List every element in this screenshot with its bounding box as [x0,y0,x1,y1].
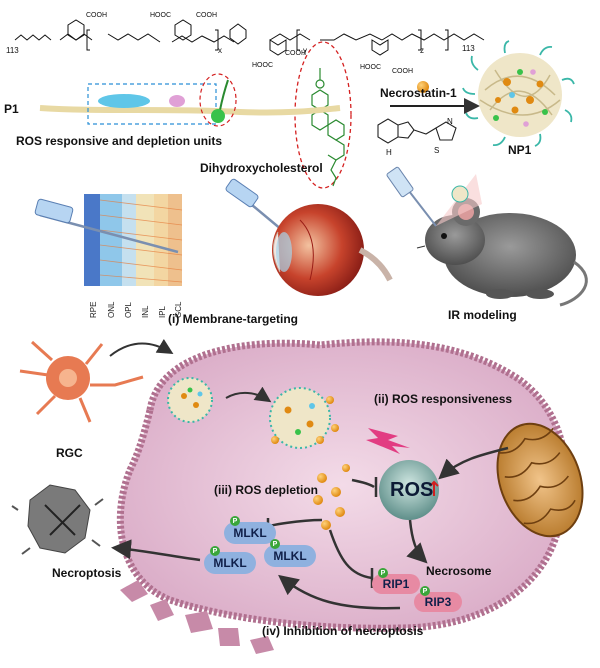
rgc-neuron [19,338,174,423]
necroptosis-label: Necroptosis [52,566,122,580]
cholesterol-unit-highlight [199,73,237,127]
ros-to-necrosome-arrow [406,519,428,564]
cooh-label-4: COOH [392,68,413,75]
polymer-structure [14,19,485,56]
ros-depletion-label: (iii) ROS depletion [214,483,318,497]
rgc-label: RGC [56,446,83,460]
rip1-pill: RIP1 [372,574,420,594]
mlkl-pill-2: MLKL [204,552,256,574]
phospho-badge-3: P [270,539,280,549]
indole-nh-label: H [386,148,392,157]
hooc-label-2: HOOC [252,62,273,69]
dihydroxycholesterol-label: Dihydroxycholesterol [200,161,323,175]
membrane-targeting-label: (i) Membrane-targeting [168,312,299,326]
eye-illustration [225,178,393,296]
cooh-label-2: COOH [196,12,217,19]
subscript-y: y [303,46,307,55]
subscript-z: z [420,46,424,55]
peg-subscript-left: 113 [6,46,19,55]
peg-subscript-right: 113 [462,44,475,53]
layer-onl: ONL [107,301,116,318]
ros-depletion-unit [169,95,185,107]
hooc-label-1: HOOC [150,12,171,19]
phospho-badge-rip1: P [378,568,388,578]
necrostatin-label: Necrostatin-1 [380,86,457,100]
necrostatin-structure [377,118,457,144]
cell-nanoparticle-2 [269,387,339,449]
cholesterol-structure [311,68,345,187]
ros-sphere [379,460,439,520]
mlkl-pill-1: MLKL [224,522,276,544]
ros-units-box [87,83,217,125]
mitochondrion [496,422,584,538]
phospho-badge-1: P [230,516,240,526]
layer-opl: OPL [124,301,133,318]
cooh-label-1: COOH [86,12,107,19]
cell-nanoparticle-1 [167,377,213,423]
layer-rpe: RPE [89,301,98,318]
mito-to-ros-arrow [438,446,509,480]
cholesterol-highlight [294,41,352,189]
n-label: N [447,117,453,126]
mlkl-to-necroptosis-arrow [111,539,201,562]
mlkl-pill-3: MLKL [264,545,316,567]
necrosome-label: Necrosome [426,564,492,578]
subscript-x: x [218,46,222,55]
hooc-label-3: HOOC [360,64,381,71]
necroptotic-cell [11,484,104,555]
layer-ipl: IPL [158,305,167,318]
ir-modeling-label: IR modeling [448,308,517,322]
phospho-badge-rip3: P [420,586,430,596]
ros-label: ROS [390,479,434,501]
rip3-pill: RIP3 [414,592,462,612]
np1-nanoparticle [462,40,575,147]
layer-inl: INL [141,305,150,318]
np1-label: NP1 [508,143,532,157]
released-drug-dots [313,464,350,530]
inhibition-label: (iv) Inhibition of necroptosis [262,624,424,638]
ros-units-label: ROS responsive and depletion units [16,134,223,148]
mouse-illustration [386,166,588,307]
necrostatin-dot [417,81,429,93]
ros-flash-icon [366,428,410,454]
ros-responsiveness-label: (ii) ROS responsiveness [374,392,513,406]
rip-to-mlkl-arrow [278,574,401,610]
ros-up-arrow [429,480,439,496]
cholesterol-unit [211,109,225,123]
cooh-label-3: COOH [285,50,306,57]
retina-layers [34,194,183,286]
ros-responsive-unit [98,94,150,108]
phospho-badge-2: P [210,546,220,556]
s-label: S [434,146,440,155]
p1-label: P1 [4,102,19,116]
p1-chain [39,105,341,116]
